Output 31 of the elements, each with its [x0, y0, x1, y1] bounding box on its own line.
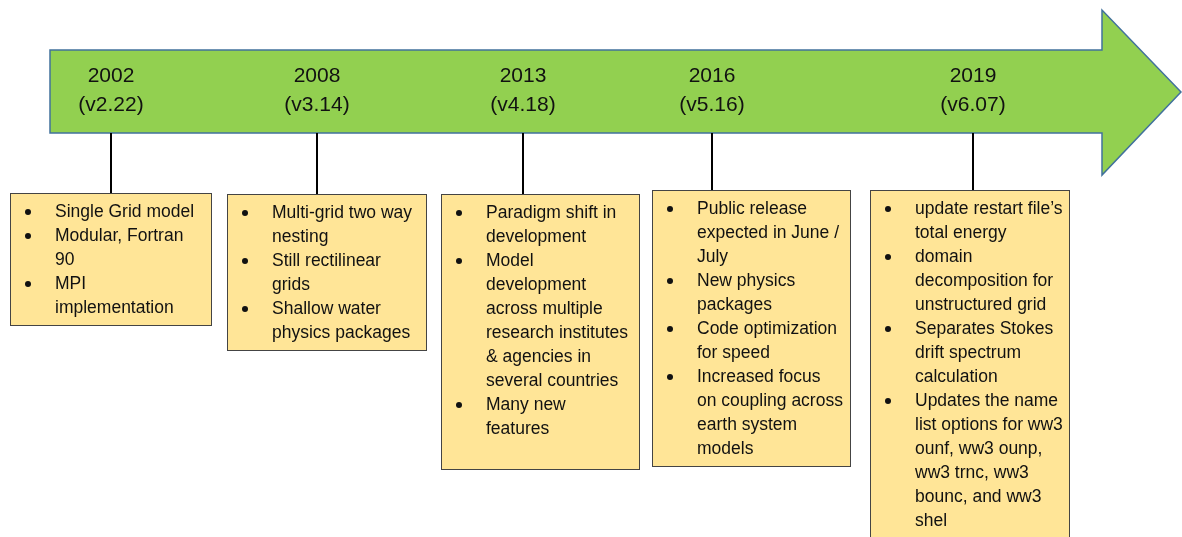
note-box	[10, 193, 212, 326]
note-box	[441, 194, 640, 470]
year-label: 2002 (v2.22)	[61, 50, 161, 133]
bullet-text: Multi-grid two way nesting	[272, 201, 414, 248]
bullet-text: Single Grid model	[55, 200, 196, 223]
year-label: 2016 (v5.16)	[662, 50, 762, 133]
bullet-text: Code optimization for speed	[697, 317, 839, 364]
bullet-text: MPI implementation	[55, 272, 175, 319]
bullet-text: Still rectilinear grids	[272, 249, 382, 296]
bullet-text: Paradigm shift in development	[486, 201, 618, 248]
note-box	[227, 194, 427, 351]
bullet-text: Modular, Fortran 90	[55, 224, 185, 271]
year-label: 2008 (v3.14)	[267, 50, 367, 133]
bullet-text: Increased focus on coupling across earth system models	[697, 365, 844, 460]
connector-line	[522, 132, 524, 195]
bullet-text: domain decomposition for unstructured grid	[915, 245, 1055, 316]
bullet-text: Many new features	[486, 393, 567, 440]
bullet-text: Updates the name list options for ww3 ounf, ww3 ounp, ww3 trnc, ww3 bounc, and ww3 shel	[915, 389, 1063, 532]
connector-line	[972, 132, 974, 191]
bullet-text: Separates Stokes drift spectrum calculation	[915, 317, 1055, 388]
bullet-text: Model development across multiple research institutes & agencies in several countries	[486, 249, 629, 392]
year-label: 2013 (v4.18)	[473, 50, 573, 133]
bullet-text: Shallow water physics packages	[272, 297, 412, 344]
note-box	[870, 190, 1070, 537]
connector-line	[711, 132, 713, 191]
year-label: 2019 (v6.07)	[923, 50, 1023, 133]
connector-line	[110, 132, 112, 194]
bullet-text: Public release expected in June / July	[697, 197, 841, 268]
note-box	[652, 190, 851, 467]
bullet-text: New physics packages	[697, 269, 797, 316]
connector-line	[316, 132, 318, 195]
